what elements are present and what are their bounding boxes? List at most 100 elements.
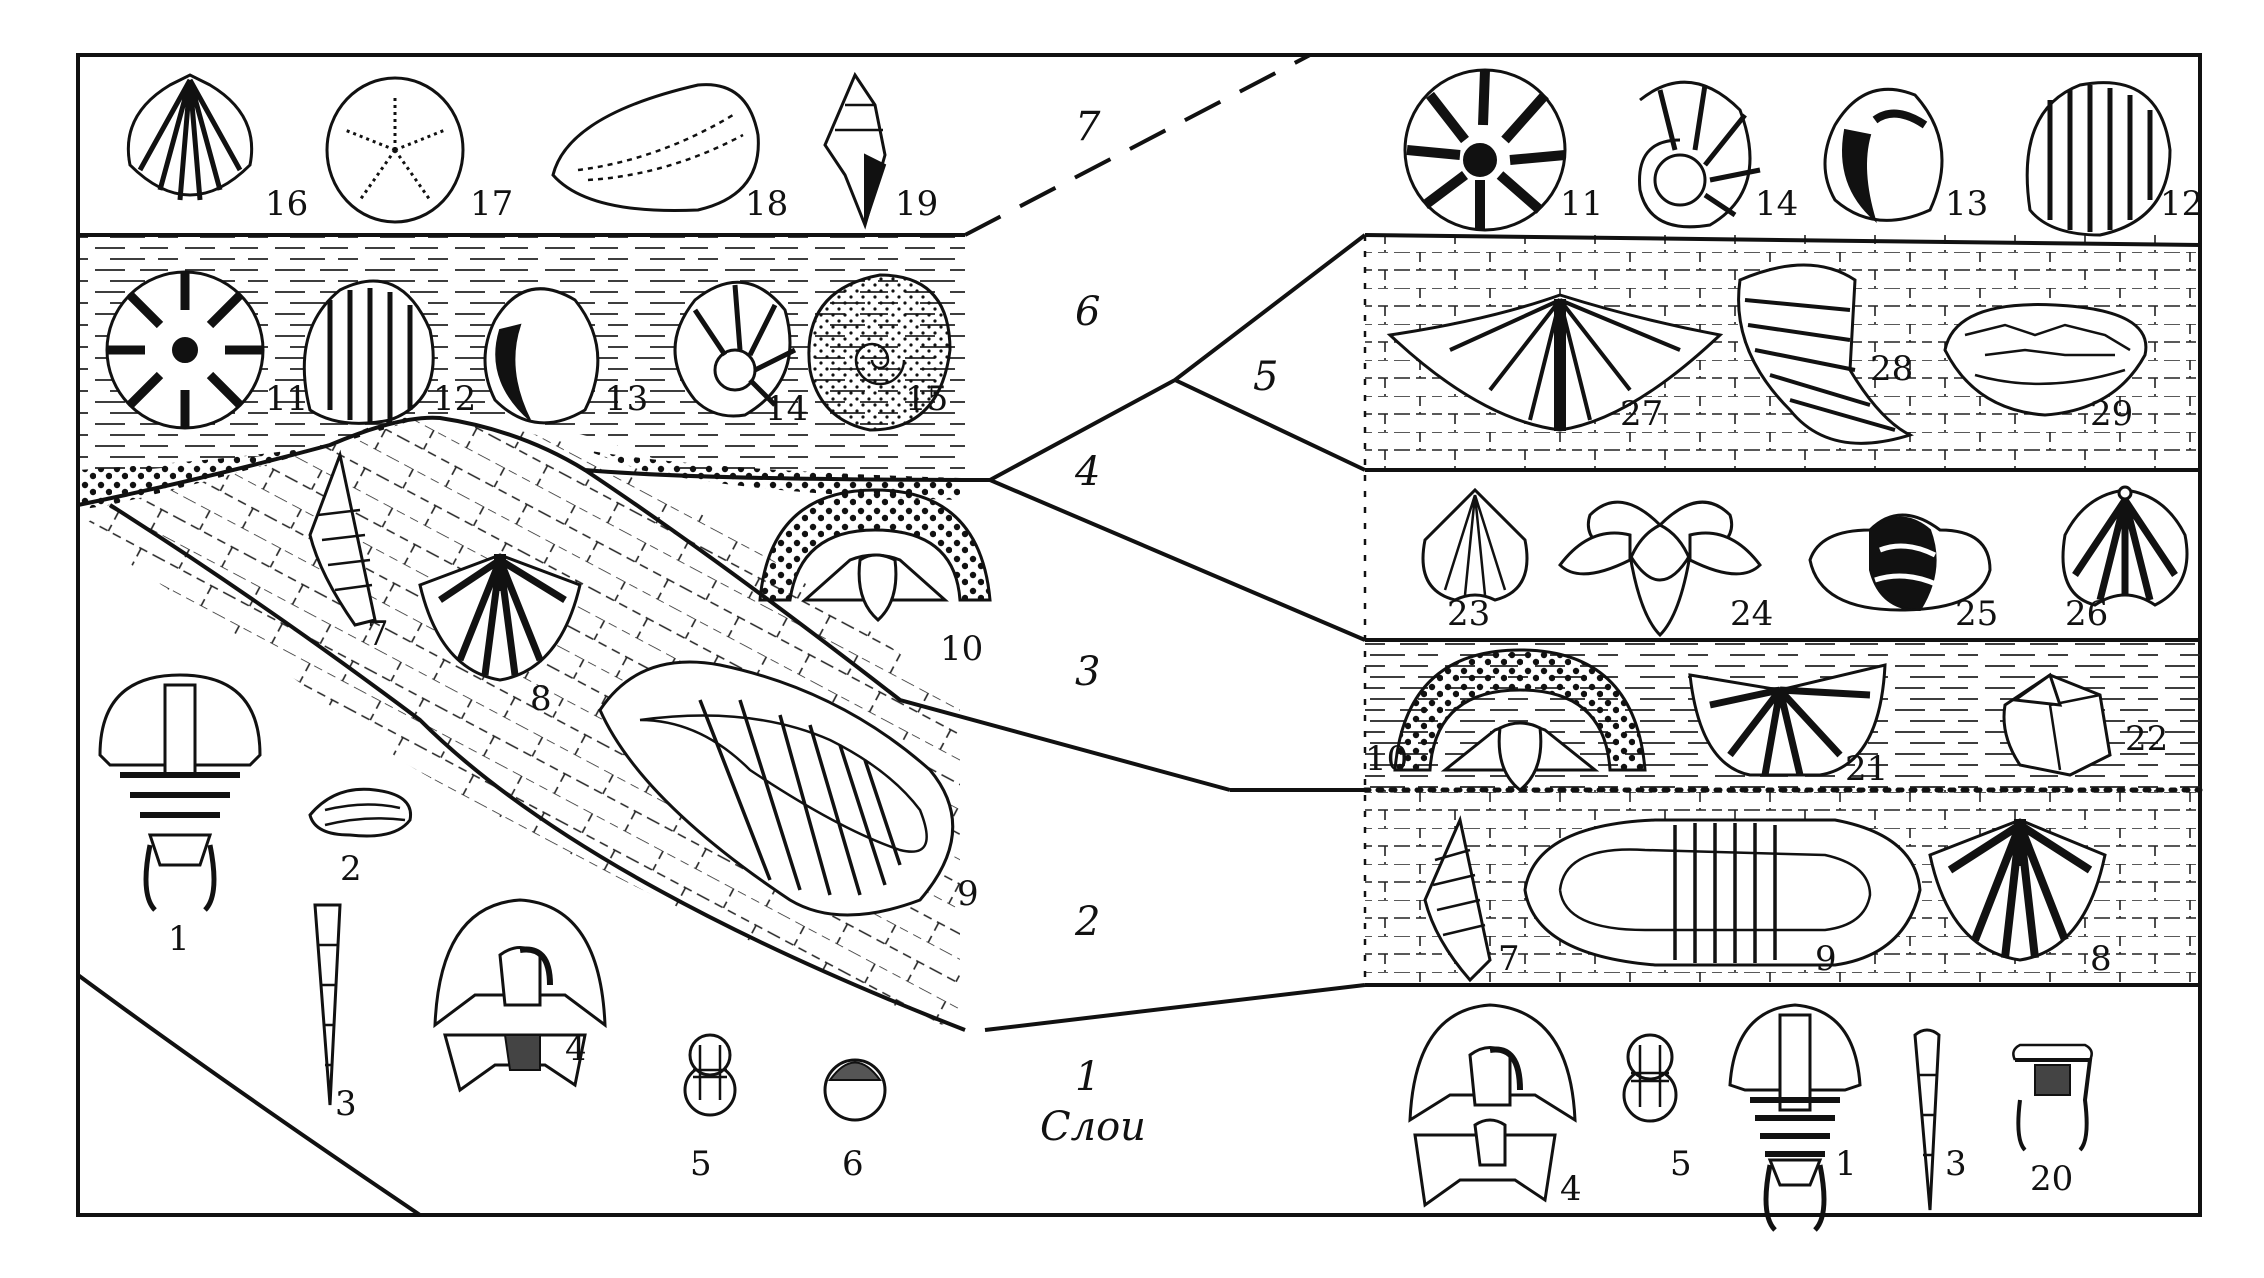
fossil-ammonite-14-right [1638, 80, 1761, 229]
fossil-bivalve-22 [2002, 672, 2112, 777]
label-14-right: 14 [1755, 184, 1798, 224]
fossil-ammonite-11-left [105, 270, 265, 430]
fossil-brachiopod-25 [1808, 513, 1992, 612]
label-29: 29 [2090, 394, 2133, 434]
fossil-trilobite-4-left [433, 898, 607, 1093]
fossil-coiled-15 [807, 273, 952, 432]
fossil-brachiopod-8-right [1928, 818, 2107, 962]
slope-fill [78, 418, 960, 1025]
label-8-right: 8 [2090, 939, 2112, 979]
layer-2-label: 2 [1074, 899, 1100, 945]
label-15: 15 [905, 379, 948, 419]
label-12-left: 12 [433, 379, 476, 419]
label-11-left: 11 [265, 379, 308, 419]
frame [76, 53, 2202, 1217]
label-22: 22 [2125, 719, 2168, 759]
label-2: 2 [340, 849, 362, 889]
label-1-left: 1 [168, 919, 190, 959]
label-6: 6 [842, 1144, 864, 1184]
label-7-right: 7 [1498, 939, 1520, 979]
fossil-brachiopod-8-left [418, 553, 582, 682]
label-20: 20 [2030, 1159, 2073, 1199]
fossil-brachiopod-23 [1421, 487, 1529, 602]
label-19: 19 [895, 184, 938, 224]
correlation-5 [1174, 378, 1366, 472]
fossil-trilobite-9-left [598, 660, 955, 917]
fossil-brachiopod-13-right [1823, 87, 1944, 224]
fossil-gastropod-7-left [308, 449, 377, 627]
label-21: 21 [1845, 749, 1888, 789]
fossil-brachiopod-10-right [1393, 648, 1647, 792]
contact-basal-left [76, 973, 422, 1217]
layer-labels: 7 6 5 4 3 2 1 Слои [1040, 104, 1278, 1150]
label-23: 23 [1447, 594, 1490, 634]
label-1-right: 1 [1835, 1144, 1857, 1184]
correlation-7 [964, 53, 1311, 237]
layer-4-label: 4 [1074, 449, 1100, 495]
fossil-scallop-16 [126, 73, 254, 201]
label-18: 18 [745, 184, 788, 224]
fossil-crinoid-24 [1558, 500, 1762, 638]
fossil-ammonite-14-left [673, 280, 797, 418]
label-14-left: 14 [765, 389, 808, 429]
contact-2-1-left [108, 503, 966, 1032]
unconformity-left [77, 415, 991, 507]
label-3-right: 3 [1945, 1144, 1967, 1184]
label-25: 25 [1955, 594, 1998, 634]
fossil-bivalve-5-left [683, 1033, 737, 1117]
label-17: 17 [470, 184, 513, 224]
label-26: 26 [2065, 594, 2108, 634]
label-9-left: 9 [957, 874, 979, 914]
contact-3-2 [583, 468, 1231, 792]
fossil-brachiopod-21 [1688, 663, 1887, 777]
label-13-right: 13 [1945, 184, 1988, 224]
label-11-right: 11 [1560, 184, 1603, 224]
fossil-bivalve-5-right [1622, 1033, 1678, 1123]
fossil-brachiopod-26 [2061, 485, 2189, 607]
label-28: 28 [1870, 349, 1913, 389]
label-8-left: 8 [530, 679, 552, 719]
fossil-brachiopod-27 [1386, 293, 1724, 432]
layer-6-label: 6 [1075, 289, 1100, 335]
fossil-trilobite-4-right [1408, 1003, 1577, 1208]
label-9-right: 9 [1815, 939, 1837, 979]
label-24: 24 [1730, 594, 1773, 634]
label-13-left: 13 [605, 379, 648, 419]
label-27: 27 [1620, 394, 1663, 434]
fossil-labels: 16 17 18 19 11 12 13 14 15 7 8 10 9 1 2 … [168, 184, 2203, 1209]
correlation-2 [984, 983, 1366, 1032]
layer-5-label: 5 [1253, 354, 1278, 400]
fossil-gastropod-7-right [1423, 815, 1492, 983]
correlation-lines [964, 53, 1367, 1032]
label-4-right: 4 [1560, 1169, 1582, 1209]
fossil-urchin-17 [325, 76, 465, 224]
fossil-clam-18 [551, 83, 760, 213]
label-10-left: 10 [940, 629, 983, 669]
label-12-right: 12 [2160, 184, 2203, 224]
label-5-right: 5 [1670, 1144, 1692, 1184]
layer-7-label: 7 [1075, 104, 1101, 150]
fossil-sponge-29 [1943, 303, 2148, 417]
fossil-brachiopod-6 [823, 1058, 887, 1122]
label-16: 16 [265, 184, 308, 224]
layer-1-label: 1 [1075, 1054, 1100, 1100]
fossil-ammonite-11-right [1403, 68, 1567, 232]
fossil-trilobite-20 [2012, 1043, 2093, 1152]
fossil-trilobite-1-right [1728, 1003, 1862, 1232]
contact-6-5-right [1364, 233, 2201, 247]
label-7-left: 7 [367, 614, 389, 654]
fossil-hyolith-3-right [1913, 1028, 1941, 1211]
layer-3-label: 3 [1075, 649, 1100, 695]
fossil-gastropod-19 [823, 71, 887, 230]
fossil-shell-12-left [302, 279, 435, 425]
layers-caption: Слои [1040, 1104, 1146, 1150]
fossil-coral-28 [1737, 263, 1914, 445]
label-10-right: 10 [1365, 739, 1408, 779]
fossil-bivalve-2 [308, 787, 413, 838]
fossil-shell-12-right [2025, 81, 2172, 237]
left-block [76, 53, 2202, 1217]
label-5-left: 5 [690, 1144, 712, 1184]
fossil-brachiopod-10-left [758, 488, 992, 623]
